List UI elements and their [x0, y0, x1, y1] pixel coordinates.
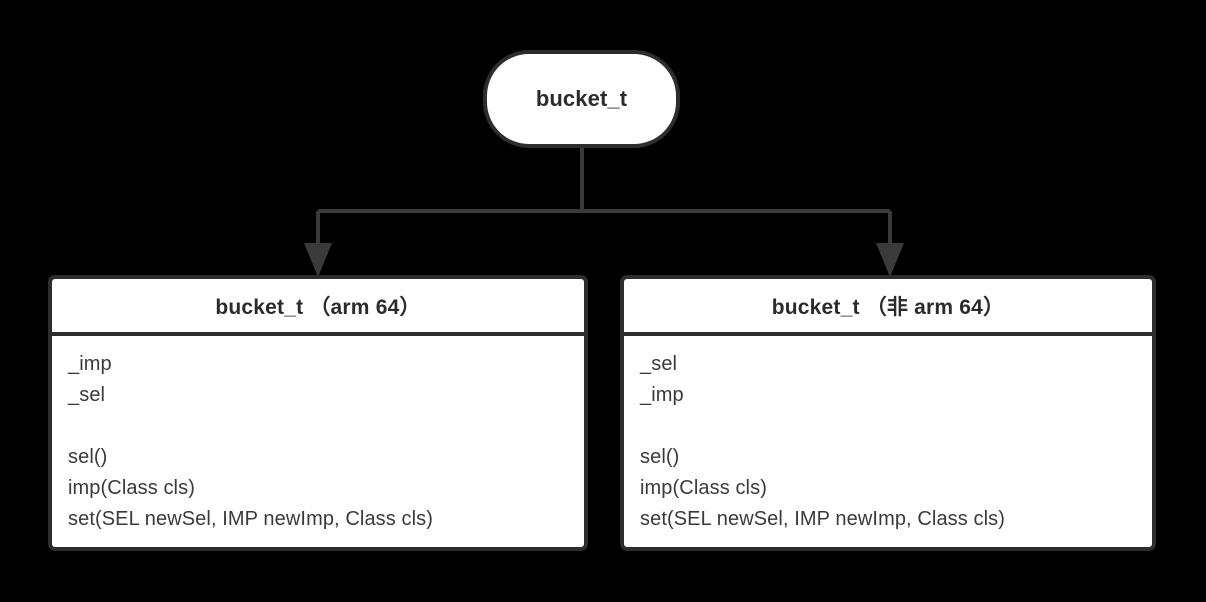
attribute-list-non-arm64: _sel _imp [640, 349, 1152, 411]
node-root-label: bucket_t [535, 86, 628, 111]
method-item: set(SEL newSel, IMP newImp, Class cls) [68, 508, 434, 530]
attribute-item: _sel [68, 384, 106, 406]
method-item: imp(Class cls) [68, 477, 195, 499]
class-header-label-arm64: bucket_t （arm 64） [215, 295, 421, 319]
arrowhead-right-icon [876, 243, 904, 277]
class-body-non-arm64: _sel _imp sel() imp(Class cls) set(SEL n… [624, 336, 1152, 547]
attribute-item: _imp [640, 384, 684, 406]
arrowhead-left-icon [304, 243, 332, 277]
node-bucket-t-non-arm64[interactable]: bucket_t （非 arm 64） _sel _imp sel() imp(… [620, 275, 1156, 551]
attribute-item: _sel [640, 353, 678, 375]
node-root-bucket-t[interactable]: bucket_t [483, 50, 680, 148]
method-item: imp(Class cls) [640, 477, 767, 499]
attribute-item: _imp [68, 353, 112, 375]
class-header-arm64: bucket_t （arm 64） [52, 279, 584, 336]
class-header-non-arm64: bucket_t （非 arm 64） [624, 279, 1152, 336]
node-bucket-t-arm64[interactable]: bucket_t （arm 64） _imp _sel sel() imp(Cl… [48, 275, 588, 551]
member-divider-space [68, 411, 584, 442]
method-item: sel() [68, 446, 108, 468]
class-body-arm64: _imp _sel sel() imp(Class cls) set(SEL n… [52, 336, 584, 547]
member-divider-space [640, 411, 1152, 442]
attribute-list-arm64: _imp _sel [68, 349, 584, 411]
method-list-arm64: sel() imp(Class cls) set(SEL newSel, IMP… [68, 442, 584, 535]
method-item: sel() [640, 446, 680, 468]
method-list-non-arm64: sel() imp(Class cls) set(SEL newSel, IMP… [640, 442, 1152, 535]
class-header-label-non-arm64: bucket_t （非 arm 64） [771, 295, 1005, 319]
method-item: set(SEL newSel, IMP newImp, Class cls) [640, 508, 1006, 530]
